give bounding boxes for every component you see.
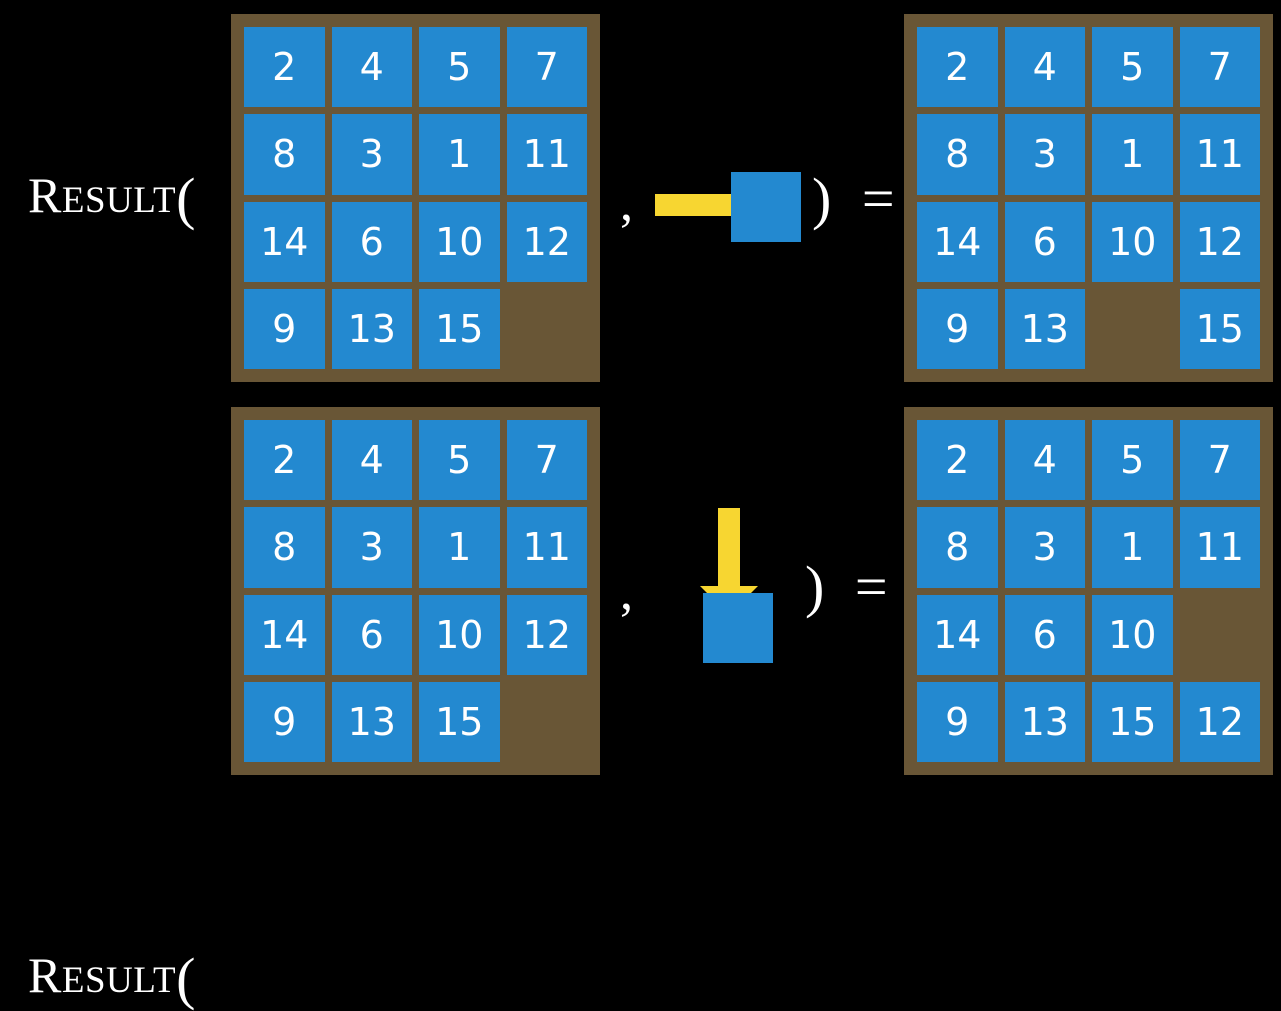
tile[interactable]: 4 <box>331 27 412 108</box>
equation-row-right-move: RESULT( 2 4 5 7 8 3 1 11 14 6 10 12 9 13… <box>0 0 1281 390</box>
tile[interactable]: 6 <box>1004 201 1085 282</box>
argument-separator-comma: , <box>620 175 633 232</box>
tile[interactable]: 1 <box>419 114 500 195</box>
tile[interactable]: 3 <box>331 114 412 195</box>
tile[interactable]: 14 <box>244 594 325 675</box>
result-function-label: RESULT( <box>28 950 196 1008</box>
tile[interactable]: 6 <box>331 594 412 675</box>
tile[interactable]: 7 <box>506 420 587 501</box>
tile[interactable]: 3 <box>331 507 412 588</box>
tile[interactable]: 12 <box>506 594 587 675</box>
argument-separator-comma: , <box>620 564 633 621</box>
tile[interactable]: 15 <box>1179 288 1260 369</box>
tile[interactable]: 2 <box>244 27 325 108</box>
tile[interactable]: 4 <box>1004 420 1085 501</box>
tile[interactable]: 3 <box>1004 507 1085 588</box>
tile[interactable]: 10 <box>1092 201 1173 282</box>
tile[interactable]: 9 <box>917 681 998 762</box>
tile[interactable]: 12 <box>506 201 587 282</box>
tile[interactable]: 8 <box>244 114 325 195</box>
tile[interactable]: 13 <box>1004 681 1085 762</box>
tile[interactable]: 7 <box>506 27 587 108</box>
tile[interactable]: 11 <box>506 507 587 588</box>
tile[interactable]: 7 <box>1179 420 1260 501</box>
tile[interactable]: 2 <box>917 27 998 108</box>
blank-cell <box>507 289 588 369</box>
output-grid: 2 4 5 7 8 3 1 11 14 6 10 12 9 13 15 <box>904 14 1273 382</box>
input-grid: 2 4 5 7 8 3 1 11 14 6 10 12 9 13 15 <box>231 14 600 382</box>
tile[interactable]: 1 <box>419 507 500 588</box>
tile[interactable]: 6 <box>1004 594 1085 675</box>
blank-cell <box>1180 595 1261 675</box>
operator-area: , ) = <box>600 390 904 780</box>
tile[interactable]: 11 <box>1179 114 1260 195</box>
tile[interactable]: 10 <box>419 201 500 282</box>
tile[interactable]: 1 <box>1092 507 1173 588</box>
tile[interactable]: 8 <box>917 507 998 588</box>
tile[interactable]: 11 <box>506 114 587 195</box>
equation-row-down-move: RESULT( 2 4 5 7 8 3 1 11 14 6 10 12 9 13… <box>0 390 1281 1008</box>
arrow-right-icon-shaft <box>655 194 735 216</box>
tile[interactable]: 11 <box>1179 507 1260 588</box>
input-grid: 2 4 5 7 8 3 1 11 14 6 10 12 9 13 15 <box>231 407 600 775</box>
tile[interactable]: 14 <box>244 201 325 282</box>
output-grid: 2 4 5 7 8 3 1 11 14 6 10 9 13 15 12 <box>904 407 1273 775</box>
tile[interactable]: 8 <box>244 507 325 588</box>
tile[interactable]: 5 <box>1092 420 1173 501</box>
tile[interactable]: 12 <box>1179 201 1260 282</box>
open-paren: ( <box>176 166 196 231</box>
close-paren-equals: ) = <box>812 166 903 231</box>
tile[interactable]: 13 <box>331 681 412 762</box>
move-direction-tile[interactable] <box>731 172 801 242</box>
tile[interactable]: 8 <box>917 114 998 195</box>
blank-cell <box>1092 289 1173 369</box>
tile[interactable]: 9 <box>244 288 325 369</box>
close-paren-equals: ) = <box>805 554 896 619</box>
tile[interactable]: 9 <box>244 681 325 762</box>
tile[interactable]: 10 <box>419 594 500 675</box>
tile[interactable]: 4 <box>331 420 412 501</box>
tile[interactable]: 2 <box>917 420 998 501</box>
tile[interactable]: 4 <box>1004 27 1085 108</box>
result-label-rest: ESULT <box>61 180 177 221</box>
tile[interactable]: 6 <box>331 201 412 282</box>
result-label-initial: R <box>28 947 62 1003</box>
tile[interactable]: 12 <box>1179 681 1260 762</box>
tile[interactable]: 5 <box>1092 27 1173 108</box>
tile[interactable]: 7 <box>1179 27 1260 108</box>
blank-cell <box>507 682 588 762</box>
tile[interactable]: 9 <box>917 288 998 369</box>
tile[interactable]: 13 <box>331 288 412 369</box>
move-direction-tile[interactable] <box>703 593 773 663</box>
tile[interactable]: 1 <box>1092 114 1173 195</box>
arrow-down-icon-shaft <box>718 508 740 590</box>
result-function-label: RESULT( <box>28 170 196 228</box>
tile[interactable]: 15 <box>1092 681 1173 762</box>
tile[interactable]: 5 <box>419 27 500 108</box>
tile[interactable]: 14 <box>917 201 998 282</box>
operator-area: , ) = <box>600 0 904 390</box>
result-label-initial: R <box>28 167 62 223</box>
tile[interactable]: 15 <box>419 288 500 369</box>
tile[interactable]: 3 <box>1004 114 1085 195</box>
tile[interactable]: 13 <box>1004 288 1085 369</box>
tile[interactable]: 10 <box>1092 594 1173 675</box>
open-paren: ( <box>176 946 196 1011</box>
tile[interactable]: 14 <box>917 594 998 675</box>
tile[interactable]: 5 <box>419 420 500 501</box>
tile[interactable]: 15 <box>419 681 500 762</box>
result-label-rest: ESULT <box>61 960 177 1001</box>
tile[interactable]: 2 <box>244 420 325 501</box>
